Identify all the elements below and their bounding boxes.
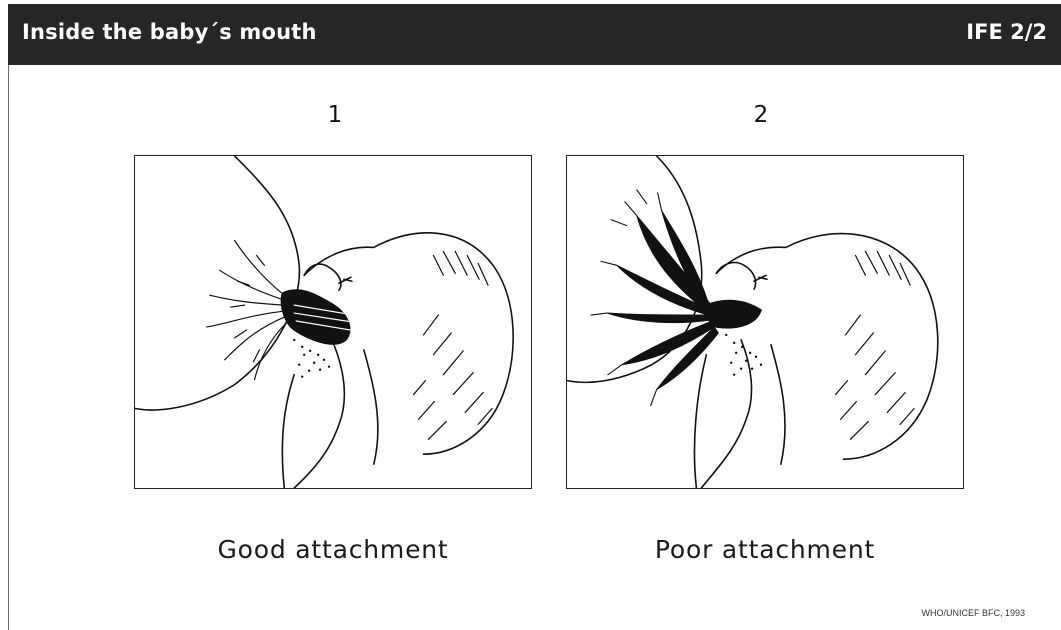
panel-2-number: 2 [741, 102, 781, 128]
source-credit: WHO/UNICEF BFC, 1993 [921, 608, 1025, 618]
poor-attachment-illustration [566, 155, 964, 489]
good-attachment-drawing [135, 156, 531, 488]
panel-2-caption: Poor attachment [566, 535, 964, 564]
slide-header: Inside the baby´s mouth IFE 2/2 [8, 4, 1061, 65]
panel-1-caption: Good attachment [134, 535, 532, 564]
panel-1-number: 1 [315, 102, 355, 128]
slide-title: Inside the baby´s mouth [22, 20, 317, 44]
good-attachment-illustration [134, 155, 532, 489]
poor-attachment-drawing [567, 156, 963, 488]
slide-code: IFE 2/2 [966, 20, 1047, 44]
left-border-line [8, 65, 9, 630]
